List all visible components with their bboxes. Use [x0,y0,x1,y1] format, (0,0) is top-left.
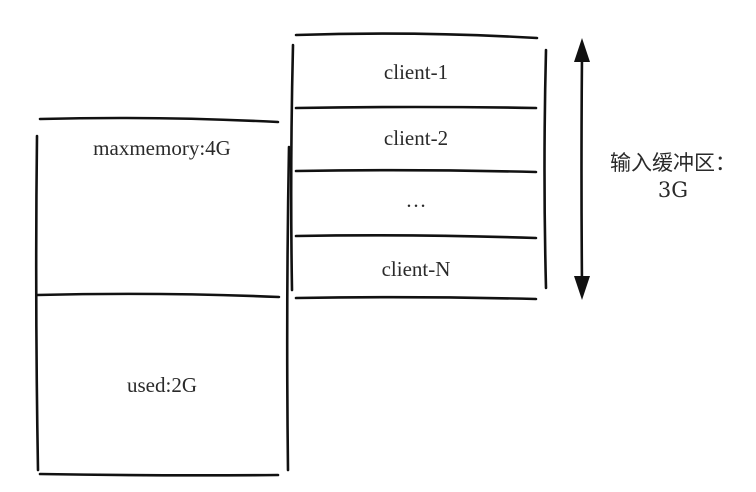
input-buffer-annotation: 输入缓冲区： 3G [598,150,748,204]
client-row-n-label: client-N [381,257,451,281]
input-buffer-size: 3G [657,178,689,202]
client-row-2-label: client-2 [383,126,449,150]
buffer-stack-left-edge [289,43,295,292]
buffer-stack-top-edge [294,32,539,40]
client-row-ellipsis-label: … [405,188,427,212]
size-arrow-bottom-head [574,276,590,300]
client-row-1-label: client-1 [383,60,449,84]
memory-block-right-edge [285,145,291,472]
size-arrow-shaft [580,53,584,287]
buffer-stack-right-edge [543,48,548,290]
size-arrow-top-head [574,38,590,62]
maxmemory-label: maxmemory:4G [93,136,231,160]
input-buffer-title: 输入缓冲区： [610,151,736,175]
memory-block-top-edge [38,116,280,124]
buffer-divider-3 [294,234,538,240]
buffer-divider-1 [294,105,538,110]
memory-block-bottom-edge [38,472,280,477]
memory-block-divider [35,292,281,299]
buffer-stack-bottom-edge [294,295,538,301]
buffer-divider-2 [294,168,538,174]
used-memory-label: used:2G [127,373,197,397]
memory-block-left-edge [34,134,40,472]
